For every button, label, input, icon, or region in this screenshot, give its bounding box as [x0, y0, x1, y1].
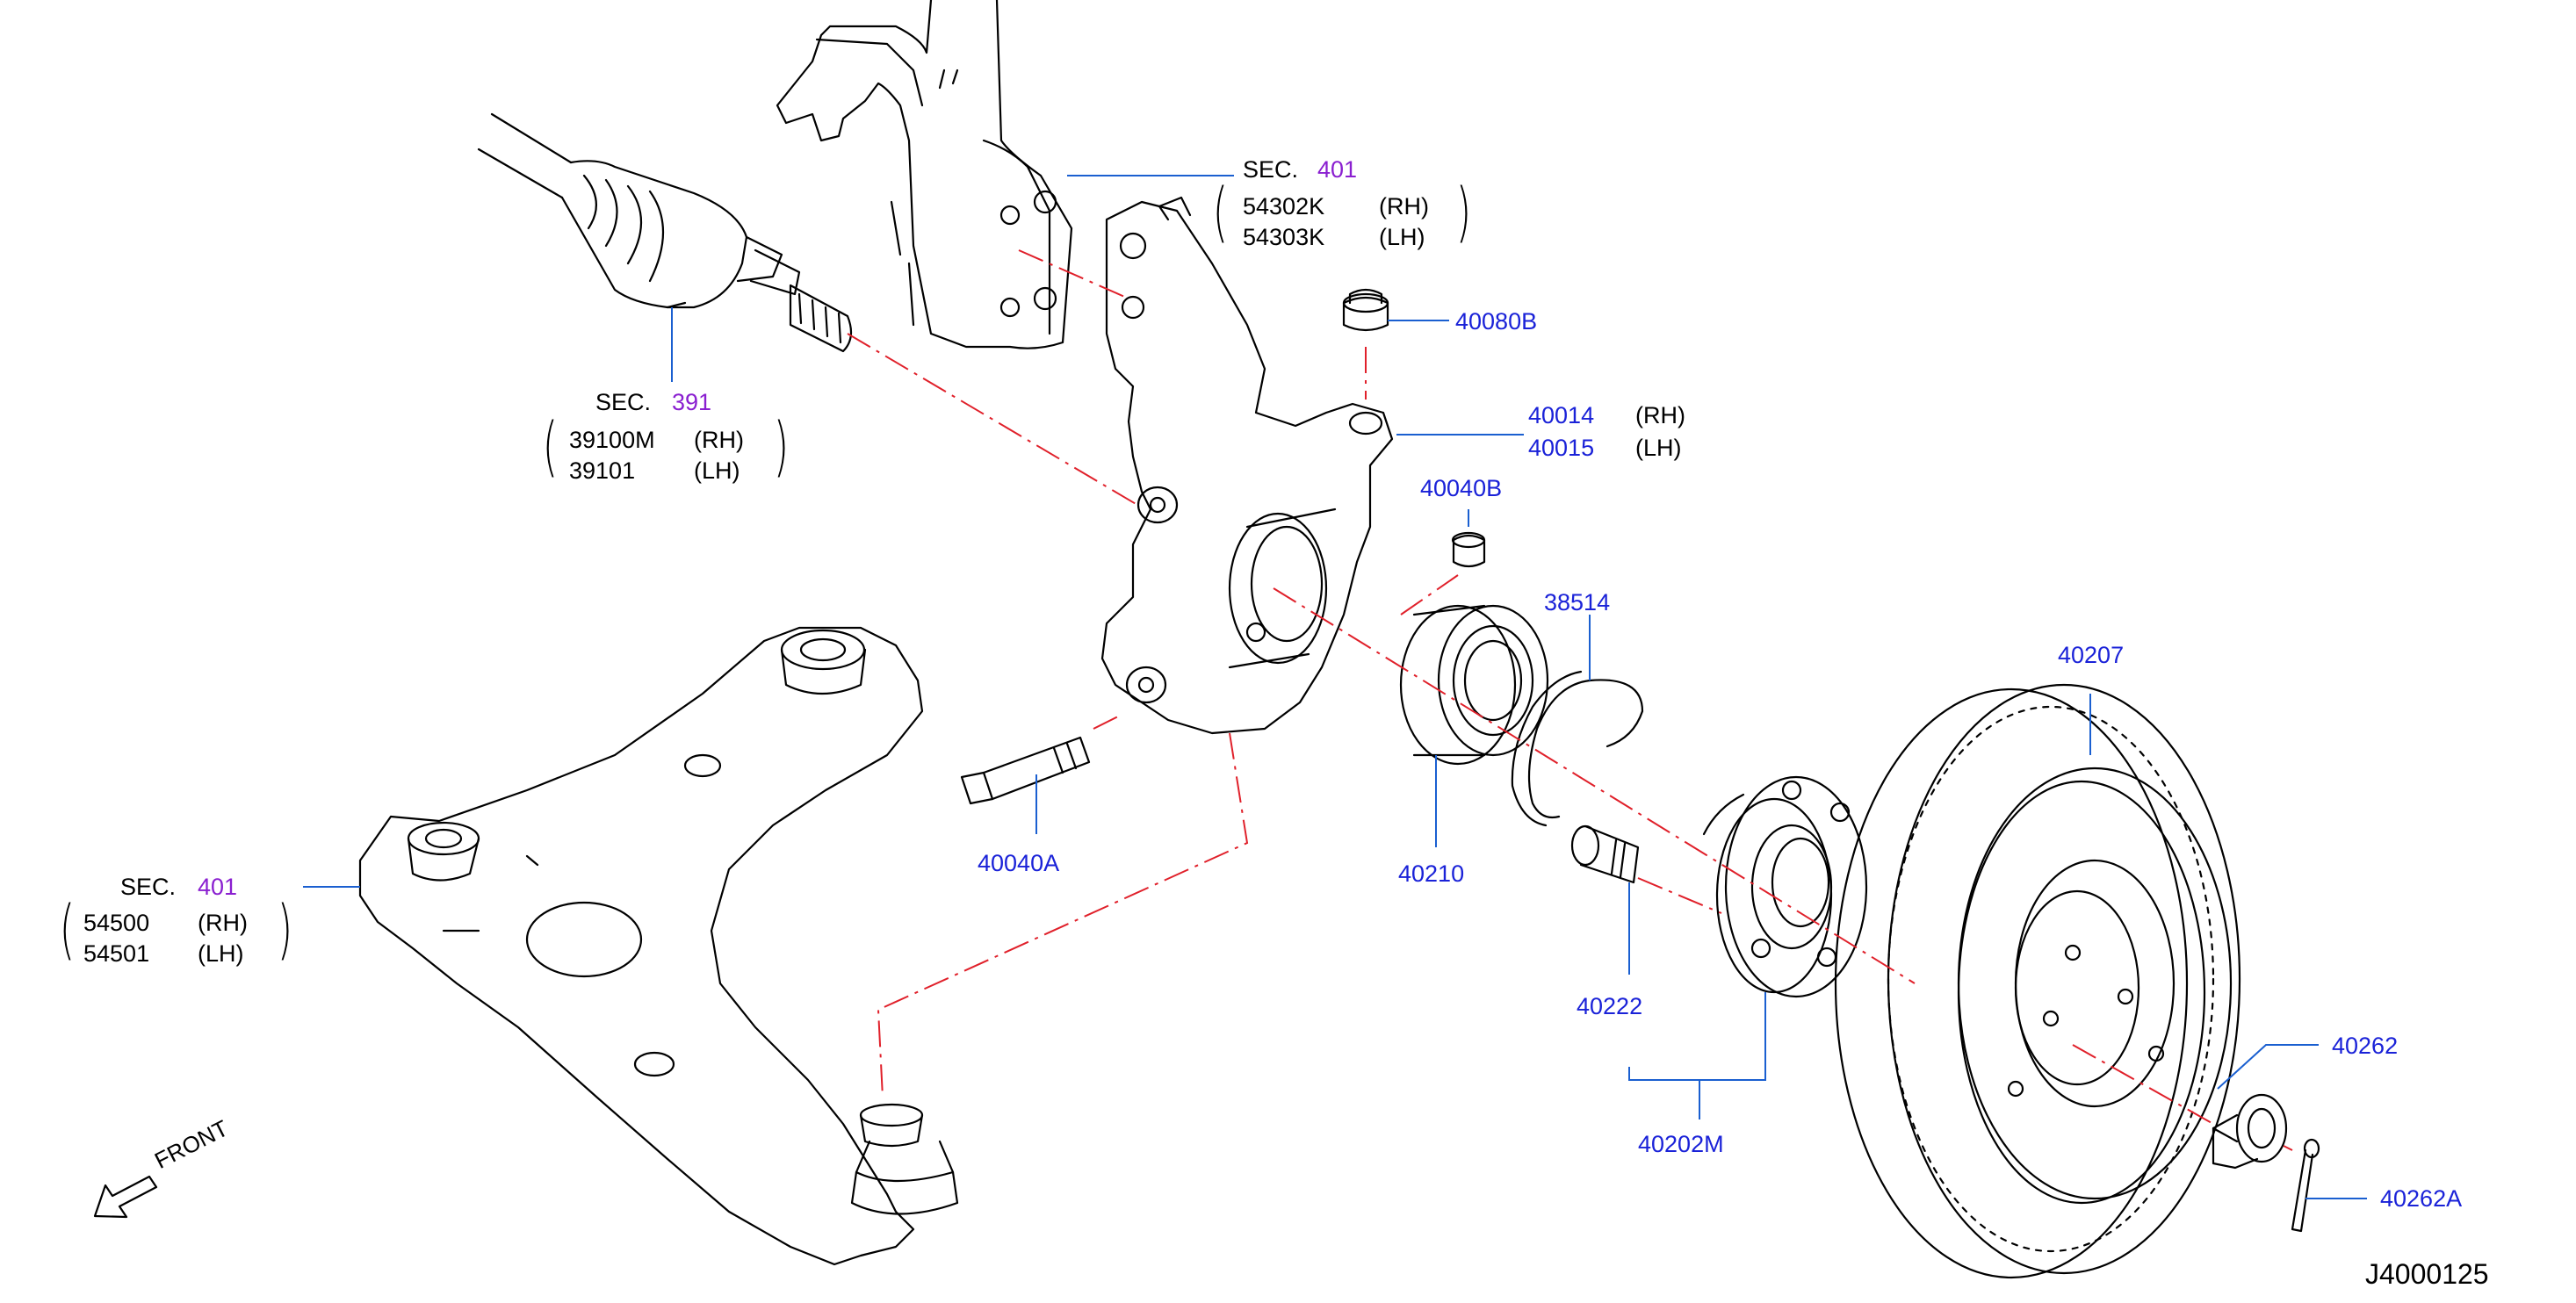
driveshaft-close-paren: ) — [773, 409, 790, 485]
cotter-pin-40262A-drawing — [2291, 1138, 2320, 1233]
drive-shaft-drawing — [477, 112, 853, 353]
label-bearing: 40210 — [1398, 860, 1465, 887]
driveshaft-side-rh: (RH) — [694, 427, 744, 453]
strut-sec-word: SEC. — [1243, 156, 1299, 183]
label-knuckle-lh-side: (LH) — [1635, 435, 1682, 461]
driveshaft-part-lh: 39101 — [569, 457, 636, 484]
hub-drawing — [1702, 775, 1868, 998]
strut-part-rh: 54302K — [1243, 193, 1325, 220]
label-rotor: 40207 — [2058, 642, 2125, 668]
driveshaft-part-rh: 39100M — [569, 427, 655, 453]
arm-part-rh: 54500 — [83, 910, 150, 936]
driveshaft-sec-number: 391 — [672, 389, 712, 415]
label-hub-assembly: 40202M — [1638, 1131, 1724, 1157]
label-nut-40080B: 40080B — [1455, 308, 1538, 335]
strut-side-lh: (LH) — [1379, 224, 1425, 250]
bolt-40040A-drawing — [960, 736, 1091, 805]
strut-part-lh: 54303K — [1243, 224, 1325, 250]
strut-side-rh: (RH) — [1379, 193, 1429, 220]
hub-nut-40262-drawing — [2212, 1093, 2288, 1170]
arm-open-paren: ( — [59, 892, 76, 968]
wheel-bearing-drawing — [1399, 604, 1549, 766]
hub-bolt-40222-drawing — [1570, 824, 1640, 884]
arm-side-rh: (RH) — [198, 910, 248, 936]
arm-sec-word: SEC. — [120, 874, 177, 900]
arm-side-lh: (LH) — [198, 940, 244, 967]
assembly-centerlines — [847, 249, 2293, 1151]
nut-40040B-drawing — [1451, 531, 1486, 568]
label-snap-ring: 38514 — [1544, 589, 1611, 616]
label-knuckle-rh-side: (RH) — [1635, 402, 1685, 428]
arm-part-lh: 54501 — [83, 940, 150, 967]
driveshaft-side-lh: (LH) — [694, 457, 740, 484]
strut-bracket-drawing — [776, 0, 1073, 349]
label-bolt-40040A: 40040A — [978, 850, 1060, 876]
label-knuckle-rh: 40014 — [1528, 402, 1595, 428]
strut-open-paren: ( — [1212, 175, 1229, 250]
steering-knuckle-drawing — [1100, 196, 1394, 735]
control-arm-drawing — [358, 626, 959, 1266]
leader-lines — [303, 175, 2367, 1199]
label-hub-nut: 40262 — [2332, 1033, 2399, 1059]
strut-sec-number: 401 — [1317, 156, 1358, 183]
snap-ring-drawing — [1511, 670, 1644, 827]
brake-rotor-drawing — [1834, 683, 2241, 1279]
strut-close-paren: ) — [1455, 175, 1472, 250]
nut-40080B-drawing — [1342, 288, 1389, 332]
label-cotter-pin: 40262A — [2380, 1185, 2463, 1212]
driveshaft-sec-word: SEC. — [595, 389, 652, 415]
arm-sec-number: 401 — [198, 874, 238, 900]
label-nut-40040B: 40040B — [1420, 475, 1503, 501]
label-knuckle-lh: 40015 — [1528, 435, 1595, 461]
front-arrow-icon — [93, 1175, 158, 1219]
label-hub-bolt: 40222 — [1577, 993, 1643, 1019]
driveshaft-open-paren: ( — [542, 409, 559, 485]
figure-id: J4000125 — [2365, 1258, 2489, 1290]
arm-close-paren: ) — [277, 892, 293, 968]
